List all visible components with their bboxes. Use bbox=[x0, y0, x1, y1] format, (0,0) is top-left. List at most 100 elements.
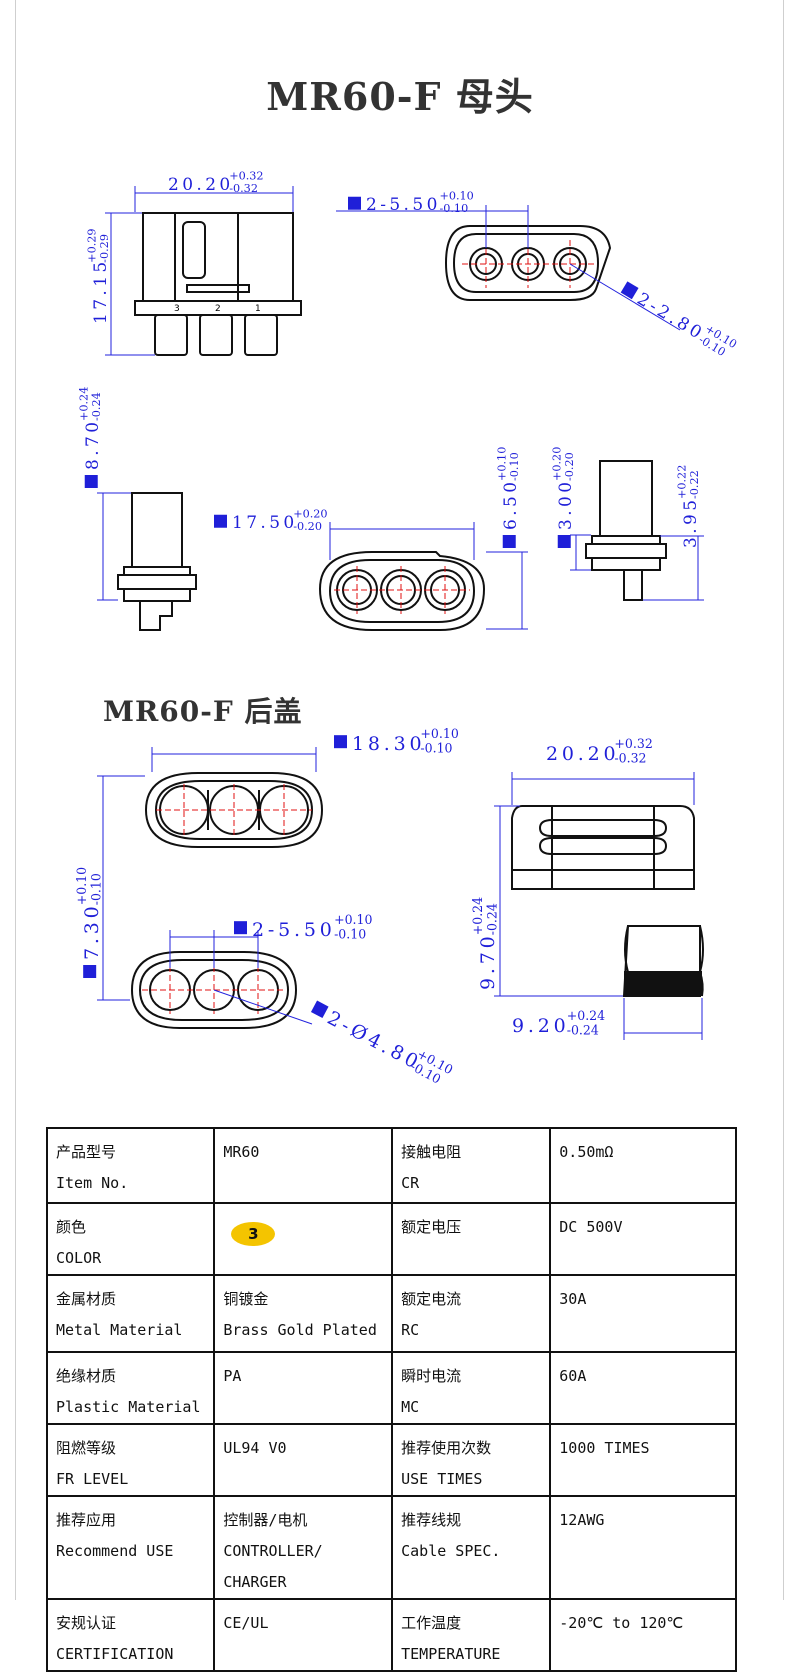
spec-label: 阻燃等级 FR LEVEL bbox=[45, 1423, 216, 1497]
pin-label-1: 1 bbox=[255, 304, 261, 314]
spec-value-line: MR60 bbox=[223, 1143, 260, 1161]
spec-label: 安规认证 CERTIFICATION bbox=[45, 1598, 216, 1672]
spec-label-line: 阻燃等级 bbox=[56, 1439, 117, 1457]
dimension-upper-tolerance: +0.10 bbox=[334, 912, 372, 927]
page-title: MR60-F 母头 bbox=[266, 74, 534, 119]
dimension-square-icon bbox=[557, 535, 571, 548]
dimension-square-icon bbox=[348, 196, 361, 210]
dimension-label: 1 8 . 3 0+0.10-0.10 bbox=[334, 726, 459, 755]
technical-drawing: 3 2 1 bbox=[74, 169, 739, 1087]
spec-value-line: DC 500V bbox=[559, 1218, 623, 1236]
spec-label-line: Metal Material bbox=[56, 1321, 183, 1339]
dimension-upper-tolerance: +0.10 bbox=[420, 726, 458, 741]
dimension-square-icon bbox=[502, 535, 516, 548]
dimension-lower-tolerance: -0.24 bbox=[484, 903, 499, 935]
spec-value: 3 bbox=[213, 1202, 394, 1276]
dimension-value: 1 7 . 1 5 bbox=[91, 262, 111, 324]
dimension-value: 2 - Ø 4 . 8 0 bbox=[324, 1007, 422, 1073]
spec-value: 0.50mΩ bbox=[549, 1127, 737, 1204]
dimension-lower-tolerance: -0.24 bbox=[90, 392, 103, 421]
dimension-lower-tolerance: -0.20 bbox=[293, 520, 322, 533]
spec-label: 工作温度 TEMPERATURE bbox=[391, 1598, 552, 1672]
spec-label-line: CR bbox=[401, 1174, 420, 1192]
spec-label-line: 额定电压 bbox=[401, 1218, 462, 1236]
dimension-label: 9 . 7 0+0.24-0.24 bbox=[470, 897, 499, 990]
spec-value: -20℃ to 120℃ bbox=[549, 1598, 737, 1672]
rear-view bbox=[318, 522, 528, 631]
spec-label-line: 工作温度 bbox=[401, 1614, 462, 1632]
cover-side-view bbox=[494, 772, 704, 1040]
dimension-label: 6 . 5 0+0.10-0.10 bbox=[495, 447, 521, 548]
spec-label-line: USE TIMES bbox=[401, 1470, 483, 1488]
dimension-lower-tolerance: -0.22 bbox=[688, 470, 701, 499]
spec-value-line: 控制器/电机 bbox=[223, 1511, 308, 1529]
spec-value: 铜镀金 Brass Gold Plated bbox=[213, 1274, 394, 1353]
dimension-label: 2 - Ø 4 . 8 0+0.10-0.10 bbox=[310, 1000, 456, 1087]
spec-value-line: 12AWG bbox=[559, 1511, 605, 1529]
spec-label-line: FR LEVEL bbox=[56, 1470, 129, 1488]
spec-label-line: Item No. bbox=[56, 1174, 129, 1192]
page-border-right bbox=[783, 0, 784, 1600]
dimension-label: 3 . 9 5+0.22-0.22 bbox=[675, 465, 701, 548]
dimension-square-icon bbox=[334, 735, 347, 749]
spec-value: 控制器/电机 CONTROLLER/ CHARGER bbox=[213, 1495, 394, 1600]
spec-label-line: 颜色 bbox=[56, 1218, 87, 1236]
spec-label-line: Cable SPEC. bbox=[401, 1542, 501, 1560]
dimension-upper-tolerance: +0.24 bbox=[470, 897, 485, 935]
spec-label-line: TEMPERATURE bbox=[401, 1645, 501, 1663]
dimension-value: 2 - 2 . 8 0 bbox=[633, 289, 704, 343]
spec-value-line: 铜镀金 bbox=[223, 1290, 269, 1308]
dimension-label: 2 - 5 . 5 0+0.10-0.10 bbox=[348, 189, 474, 215]
spec-value-line: 60A bbox=[559, 1367, 587, 1385]
spec-value-line: 0.50mΩ bbox=[559, 1143, 614, 1161]
dimension-lower-tolerance: -0.20 bbox=[563, 452, 576, 481]
spec-label: 绝缘材质 Plastic Material bbox=[45, 1351, 216, 1425]
spec-label-line: 金属材质 bbox=[56, 1290, 117, 1308]
spec-label: 金属材质 Metal Material bbox=[45, 1274, 216, 1353]
spec-label-line: RC bbox=[401, 1321, 420, 1339]
spec-value-line: PA bbox=[223, 1367, 242, 1385]
dimension-upper-tolerance: +0.20 bbox=[293, 507, 327, 520]
spec-value: DC 500V bbox=[549, 1202, 737, 1276]
pin-label-2: 2 bbox=[215, 304, 221, 314]
dimension-value: 7 . 3 0 bbox=[81, 906, 103, 960]
dimension-label: 2 - 5 . 5 0+0.10-0.10 bbox=[234, 912, 373, 941]
dimension-label: 8 . 7 0+0.24-0.24 bbox=[77, 387, 103, 488]
dimension-value: 2 - 5 . 5 0 bbox=[366, 195, 437, 215]
page-border-left bbox=[15, 0, 16, 1600]
spec-value: MR60 bbox=[213, 1127, 394, 1204]
dimension-lower-tolerance: -0.10 bbox=[508, 452, 521, 481]
dimension-lower-tolerance: -0.10 bbox=[439, 202, 468, 215]
spec-label: 推荐使用次数 USE TIMES bbox=[391, 1423, 552, 1497]
spec-label-line: Recommend USE bbox=[56, 1542, 174, 1560]
dimension-value: 9 . 7 0 bbox=[477, 936, 499, 990]
cover-bottom-view bbox=[130, 930, 313, 1029]
dimension-value: 2 - 5 . 5 0 bbox=[252, 919, 332, 941]
dimension-value: 1 7 . 5 0 bbox=[232, 513, 294, 533]
spec-label-line: MC bbox=[401, 1398, 420, 1416]
spec-label-line: 绝缘材质 bbox=[56, 1367, 117, 1385]
spec-value: 12AWG bbox=[549, 1495, 737, 1600]
spec-label-line: CERTIFICATION bbox=[56, 1645, 174, 1663]
section-subtitle: MR60-F 后盖 bbox=[103, 695, 303, 728]
spec-label-line: 安规认证 bbox=[56, 1614, 117, 1632]
spec-label-line: 推荐使用次数 bbox=[401, 1439, 492, 1457]
spec-value-line: CONTROLLER/ CHARGER bbox=[223, 1542, 323, 1591]
spec-row: 安规认证 CERTIFICATION CE/UL 工作温度 TEMPERATURE -2… bbox=[45, 1598, 737, 1672]
spec-label-line: COLOR bbox=[56, 1249, 102, 1267]
spec-value-line: 1000 TIMES bbox=[559, 1439, 650, 1457]
spec-label-line: Plastic Material bbox=[56, 1398, 201, 1416]
spec-row: 金属材质 Metal Material 铜镀金 Brass Gold Plated 额定… bbox=[45, 1274, 737, 1353]
dimension-lower-tolerance: -0.29 bbox=[98, 234, 111, 263]
spec-label-line: 接触电阻 bbox=[401, 1143, 462, 1161]
spec-value-line: Brass Gold Plated bbox=[223, 1321, 377, 1339]
cover-top-view bbox=[97, 747, 324, 1001]
dimension-upper-tolerance: +0.10 bbox=[74, 867, 89, 905]
spec-value-line: CE/UL bbox=[223, 1614, 269, 1632]
